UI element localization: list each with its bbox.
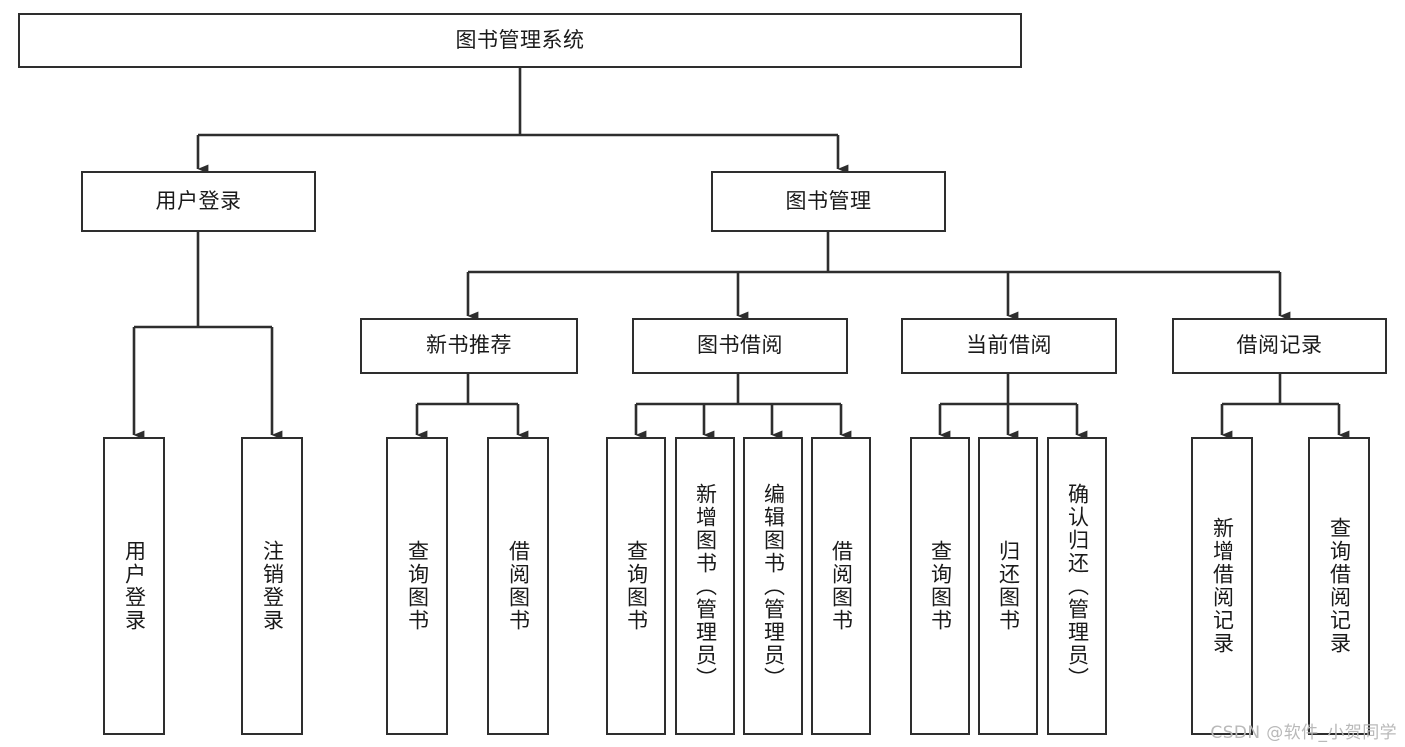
- node-book-management-label: 图书管理: [785, 188, 872, 213]
- leaf-borrow-borrow-book-label: 借阅图书: [829, 540, 854, 632]
- leaf-borrow-add-book-label: 新增图书（管理员）: [693, 482, 718, 690]
- leaf-borrow-add-book[interactable]: 新增图书（管理员）: [675, 437, 735, 735]
- node-new-book-recommend-label: 新书推荐: [426, 333, 512, 358]
- node-book-borrow-label: 图书借阅: [697, 333, 783, 358]
- leaf-new-book-borrow[interactable]: 借阅图书: [487, 437, 549, 735]
- leaf-records-query-record-label: 查询借阅记录: [1327, 517, 1352, 655]
- watermark-text: CSDN @软件_小贺同学: [1210, 723, 1397, 743]
- leaf-user-login-signin-label: 用户登录: [122, 540, 147, 632]
- node-root[interactable]: 图书管理系统: [18, 13, 1022, 68]
- leaf-new-book-query[interactable]: 查询图书: [386, 437, 448, 735]
- node-root-label: 图书管理系统: [455, 27, 585, 52]
- node-user-login[interactable]: 用户登录: [81, 171, 316, 232]
- node-book-borrow[interactable]: 图书借阅: [632, 318, 848, 374]
- node-user-login-label: 用户登录: [155, 188, 242, 213]
- leaf-user-login-signin[interactable]: 用户登录: [103, 437, 165, 735]
- node-book-management[interactable]: 图书管理: [711, 171, 946, 232]
- node-borrow-records[interactable]: 借阅记录: [1172, 318, 1387, 374]
- leaf-borrow-query-book[interactable]: 查询图书: [606, 437, 666, 735]
- leaf-current-query-book-label: 查询图书: [928, 540, 953, 632]
- node-borrow-records-label: 借阅记录: [1236, 333, 1323, 358]
- leaf-records-query-record[interactable]: 查询借阅记录: [1308, 437, 1370, 735]
- leaf-current-query-book[interactable]: 查询图书: [910, 437, 970, 735]
- leaf-current-return-book[interactable]: 归还图书: [978, 437, 1038, 735]
- leaf-current-return-book-label: 归还图书: [996, 540, 1021, 632]
- leaf-borrow-edit-book[interactable]: 编辑图书（管理员）: [743, 437, 803, 735]
- leaf-user-login-signout-label: 注销登录: [260, 540, 285, 632]
- leaf-borrow-borrow-book[interactable]: 借阅图书: [811, 437, 871, 735]
- leaf-current-confirm-return[interactable]: 确认归还（管理员）: [1047, 437, 1107, 735]
- leaf-borrow-query-book-label: 查询图书: [624, 540, 649, 632]
- node-current-borrow-label: 当前借阅: [966, 333, 1052, 358]
- leaf-new-book-borrow-label: 借阅图书: [506, 540, 531, 632]
- leaf-records-add-record-label: 新增借阅记录: [1210, 517, 1235, 655]
- leaf-new-book-query-label: 查询图书: [405, 540, 430, 632]
- node-current-borrow[interactable]: 当前借阅: [901, 318, 1117, 374]
- leaf-user-login-signout[interactable]: 注销登录: [241, 437, 303, 735]
- leaf-current-confirm-return-label: 确认归还（管理员）: [1065, 482, 1090, 690]
- leaf-records-add-record[interactable]: 新增借阅记录: [1191, 437, 1253, 735]
- node-new-book-recommend[interactable]: 新书推荐: [360, 318, 578, 374]
- leaf-borrow-edit-book-label: 编辑图书（管理员）: [761, 482, 786, 690]
